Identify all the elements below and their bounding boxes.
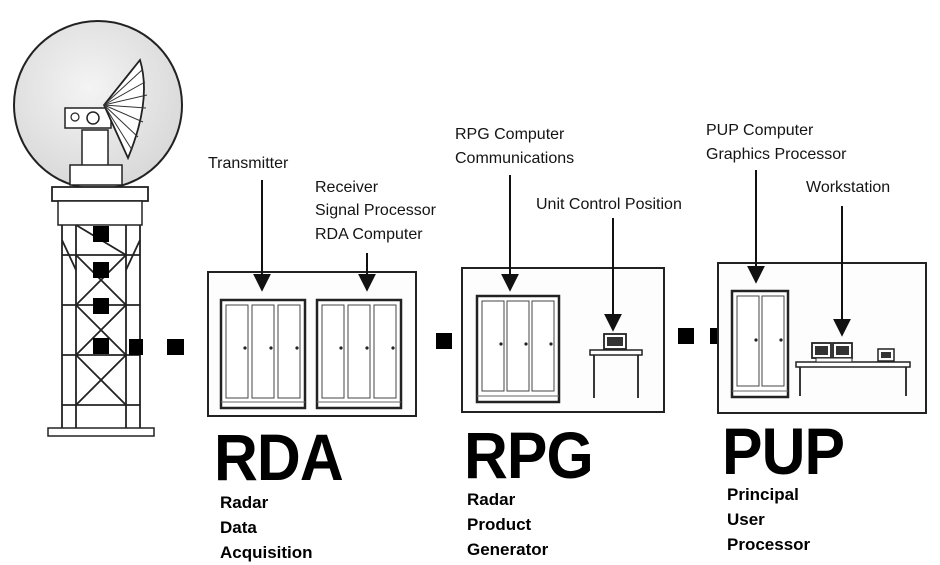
rpg-computer-cabinet <box>475 294 561 404</box>
rpg-name-line: Product <box>467 515 532 534</box>
pup-panel <box>717 262 927 414</box>
label-graphics-processor: Graphics Processor <box>706 146 847 163</box>
connector-rda-rpg <box>436 333 452 349</box>
pup-name-line: Principal <box>727 485 799 504</box>
pup-full-name: Principal User Processor <box>727 482 810 557</box>
rpg-name-line: Generator <box>467 540 549 559</box>
pup-abbreviation: PUP <box>722 414 845 488</box>
label-receiver: Receiver <box>315 179 379 196</box>
workstation-desk <box>795 342 911 396</box>
label-unit-control-position: Unit Control Position <box>536 196 682 213</box>
receiver-cabinet <box>315 298 403 410</box>
rpg-panel <box>461 267 665 413</box>
pup-computer-cabinet <box>730 289 790 399</box>
unit-control-desk <box>589 333 643 398</box>
rda-name-line: Radar <box>220 493 269 512</box>
pup-name-line: User <box>727 510 765 529</box>
radar-tower <box>13 20 183 437</box>
pup-name-line: Processor <box>727 535 811 554</box>
rda-name-line: Acquisition <box>220 543 313 562</box>
rda-abbreviation: RDA <box>214 420 344 494</box>
connector-tower-rda <box>129 339 184 355</box>
label-communications: Communications <box>455 150 575 167</box>
rpg-full-name: Radar Product Generator <box>467 487 548 562</box>
label-rda-computer: RDA Computer <box>315 226 423 243</box>
rpg-abbreviation: RPG <box>464 418 594 492</box>
label-signal-processor: Signal Processor <box>315 202 436 219</box>
connector-rpg-pup <box>678 328 720 344</box>
rpg-name-line: Radar <box>467 490 516 509</box>
label-workstation: Workstation <box>806 179 891 196</box>
label-transmitter: Transmitter <box>208 155 289 172</box>
rda-name-line: Data <box>220 518 257 537</box>
transmitter-cabinet <box>219 298 307 410</box>
rda-full-name: Radar Data Acquisition <box>220 490 313 565</box>
rda-panel <box>207 271 417 417</box>
label-rpg-computer: RPG Computer <box>455 126 565 143</box>
label-pup-computer: PUP Computer <box>706 122 814 139</box>
